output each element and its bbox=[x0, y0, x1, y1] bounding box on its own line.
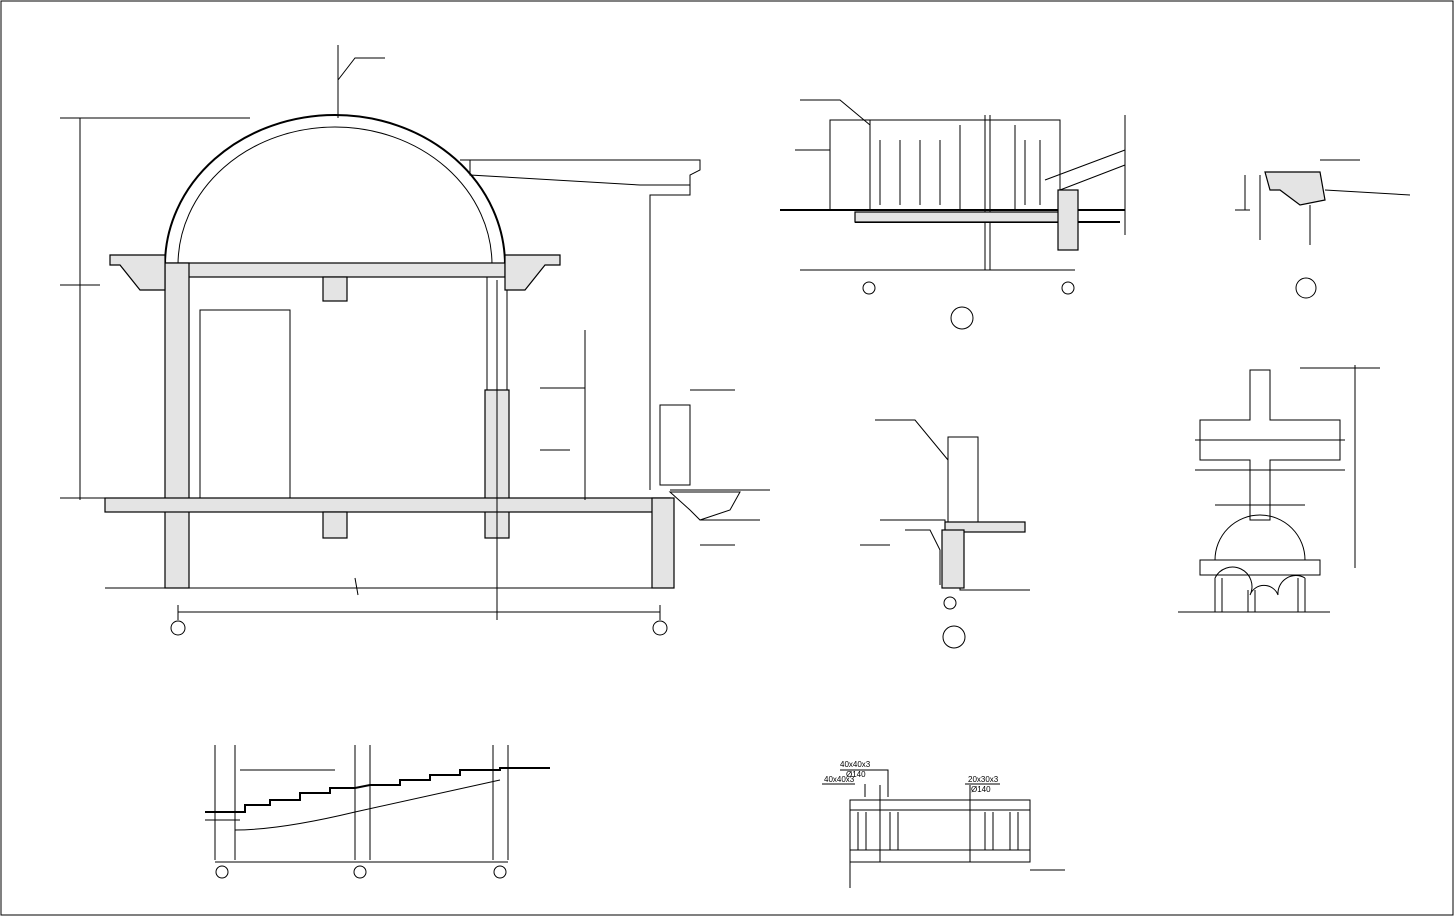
grid-bubble bbox=[353, 865, 367, 879]
post-spacing-label: Ø140 bbox=[846, 770, 866, 779]
rear-cornice bbox=[460, 159, 701, 490]
grid-bubble bbox=[1061, 281, 1075, 295]
grid-bubble bbox=[493, 865, 507, 879]
roof-beam bbox=[322, 276, 348, 302]
right-foundation-wall bbox=[651, 497, 675, 589]
pavilion-elevation bbox=[1178, 365, 1380, 613]
bar-spacing-label: Ø140 bbox=[971, 785, 991, 794]
dome-outer bbox=[164, 114, 506, 266]
main-building-section bbox=[60, 45, 770, 636]
bar-size-label: 20x30x3 bbox=[968, 775, 999, 784]
ground-line bbox=[105, 577, 670, 596]
cornice-detail bbox=[1235, 159, 1411, 299]
railing-elevation: 40x40x3 Ø140 40x40x3 20x30x3 Ø140 bbox=[822, 760, 1065, 888]
detail-bubble bbox=[1295, 277, 1317, 299]
grid-bubble bbox=[862, 281, 876, 295]
grid-bubble bbox=[943, 596, 957, 610]
height-dimension bbox=[60, 117, 250, 500]
floor-slab bbox=[104, 497, 671, 513]
post-size-label: 40x40x3 bbox=[840, 760, 871, 769]
grid-dimension bbox=[177, 280, 661, 620]
post-size-label: 40x40x3 bbox=[824, 775, 855, 784]
grid-bubble bbox=[170, 620, 186, 636]
parapet-detail-1 bbox=[780, 99, 1126, 330]
roof-slab bbox=[164, 262, 506, 278]
floor-beam bbox=[322, 511, 348, 539]
parapet-detail-2 bbox=[860, 419, 1030, 649]
detail-bubble bbox=[942, 625, 966, 649]
grid-bubble bbox=[215, 865, 229, 879]
left-wall bbox=[164, 262, 190, 589]
grid-bubble bbox=[652, 620, 668, 636]
eave-cornices bbox=[109, 254, 561, 291]
door-opening bbox=[199, 309, 291, 499]
detail-bubble bbox=[950, 306, 974, 330]
stair-section bbox=[205, 745, 550, 879]
dome-leader bbox=[337, 45, 385, 118]
